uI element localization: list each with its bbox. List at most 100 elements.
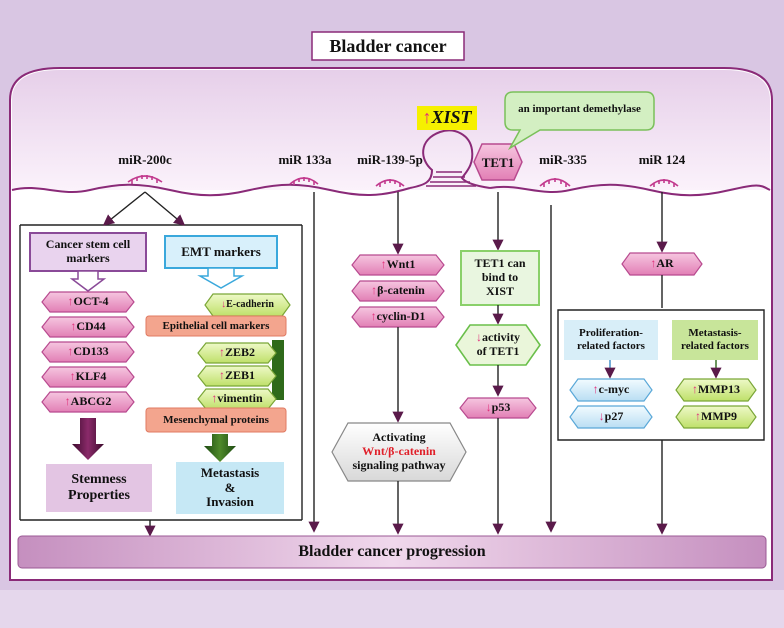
metastasis-text: Metastasis & Invasion: [176, 462, 284, 514]
stemness-box: [46, 464, 152, 512]
mirna-icon-124: [649, 179, 679, 187]
cyclin-text: ↑cyclin-D1: [352, 307, 444, 327]
p53-arrow: ↓: [485, 400, 492, 415]
stem-marker-label: ↑KLF4: [42, 367, 134, 387]
vimentin-name: vimentin: [217, 391, 263, 406]
stemness-arrow: [72, 418, 104, 460]
xist-text: XIST: [431, 107, 472, 127]
bcat-name: β-catenin: [377, 283, 425, 298]
title-text: Bladder cancer: [329, 36, 447, 56]
ar-arrow: ↑: [650, 256, 657, 271]
mir124-label: miR 124: [638, 152, 686, 167]
stem-marker-arrow: ↑: [67, 344, 74, 359]
metastasis-line1: Metastasis: [200, 464, 260, 480]
zeb2-name: ZEB2: [224, 345, 255, 360]
epithelial-box: [145, 315, 287, 337]
xist-label: ↑XIST: [417, 107, 477, 128]
ar-text: ↑AR: [622, 253, 702, 275]
membrane-line: [11, 183, 771, 197]
tet1-activity-hex: [455, 324, 541, 366]
xist-box: [417, 106, 477, 130]
mir133a-label: miR 133a: [278, 152, 332, 167]
bcat-arrow: ↑: [371, 283, 378, 298]
mesenchymal-text: Mesenchymal proteins: [163, 413, 269, 426]
vimentin-arrow: ↑: [211, 391, 218, 406]
metas-text: Metastasis-related factors: [681, 327, 749, 352]
tet1-text: TET1: [481, 155, 515, 170]
ecad-text: ↓E-cadherin: [205, 294, 290, 316]
bcat-hex: [351, 280, 445, 302]
left-bracket: [19, 224, 303, 521]
wnt-act-line1: Activating: [372, 430, 426, 445]
stem-marker-name: ABCG2: [70, 394, 112, 409]
mirna-icon-200c: [127, 175, 163, 184]
stem-marker-hex: [41, 391, 135, 413]
xist-arrow: ↑: [422, 107, 432, 127]
p53-text: ↓p53: [460, 398, 536, 418]
vimentin-text: ↑vimentin: [198, 389, 276, 409]
tet1-activity-text: ↓activity of TET1: [456, 325, 540, 365]
wnt1-text: ↑Wnt1: [352, 255, 444, 275]
metastasis-line2: &: [224, 479, 236, 495]
mir335-label: miR-335: [539, 152, 587, 167]
wnt1-hex: [351, 254, 445, 276]
ecad-arrow: ↓: [221, 299, 227, 311]
tet1-bind-text: TET1 can bind to XIST: [474, 256, 526, 298]
progression-text: Bladder cancer progression: [298, 542, 486, 560]
zeb1-hex: [197, 365, 277, 387]
wnt1-name: Wnt1: [386, 257, 416, 272]
prolif-box: [564, 320, 658, 360]
mmp9-hex: [675, 405, 757, 429]
stem-marker-label: ↑CD133: [42, 342, 134, 362]
zeb1-arrow: ↑: [218, 368, 225, 383]
zeb2-text: ↑ZEB2: [198, 343, 276, 363]
zeb2-hex: [197, 342, 277, 364]
stem-marker-hex: [41, 341, 135, 363]
mir1395p-label: miR-139-5p: [357, 152, 423, 167]
mmp13-hex: [675, 378, 757, 402]
stem-marker-name: CD44: [76, 319, 106, 334]
p27-text: ↓p27: [570, 406, 652, 428]
wnt-act-line2: Wnt/β-catenin: [362, 444, 436, 459]
metastasis-box: [176, 462, 284, 514]
cyclin-arrow: ↑: [370, 309, 377, 324]
zeb1-text: ↑ZEB1: [198, 366, 276, 386]
mirna-icon-133a: [289, 177, 319, 185]
stem-header-box: [29, 232, 147, 272]
stem-marker-arrow: ↑: [70, 319, 77, 334]
p27-name: p27: [604, 409, 624, 424]
mmp9-text: ↑MMP9: [676, 406, 756, 428]
cyclin-name: cyclin-D1: [376, 309, 426, 324]
tet1-callout: [504, 91, 655, 151]
zeb1-name: ZEB1: [224, 368, 255, 383]
metastasis-arrow: [204, 434, 236, 462]
progression-bar: [17, 535, 767, 569]
cmyc-arrow: ↑: [592, 382, 599, 397]
mesenchymal-box: [145, 407, 287, 433]
p53-hex: [459, 397, 537, 419]
mmp13-arrow: ↑: [692, 382, 698, 397]
stem-marker-name: KLF4: [75, 369, 107, 384]
wnt1-arrow: ↑: [380, 257, 387, 272]
metastasis-line3: Invasion: [206, 494, 254, 510]
cmyc-hex: [569, 378, 653, 402]
ar-name: AR: [656, 256, 674, 271]
cmyc-text: ↑c-myc: [570, 379, 652, 401]
stem-marker-arrow: ↑: [69, 369, 76, 384]
metas-box: [672, 320, 758, 360]
stem-marker-name: OCT-4: [73, 294, 109, 309]
stem-marker-label: ↑ABCG2: [42, 392, 134, 412]
stem-marker-arrow: ↑: [67, 294, 74, 309]
stem-marker-label: ↑CD44: [42, 317, 134, 337]
epithelial-text: Epithelial cell markers: [162, 319, 270, 332]
stem-marker-hex: [41, 316, 135, 338]
activity-arrow: ↓: [476, 330, 482, 345]
ar-hex: [621, 252, 703, 276]
title-box: [311, 31, 465, 61]
activity-line2: of TET1: [476, 344, 520, 358]
stem-marker-name: CD133: [73, 344, 109, 359]
wnt-act-line3: signaling pathway: [352, 457, 446, 472]
stem-header-text: Cancer stem cell markers: [45, 237, 131, 265]
xist-hairpin: [409, 129, 491, 189]
stem-marker-hex: [41, 366, 135, 388]
